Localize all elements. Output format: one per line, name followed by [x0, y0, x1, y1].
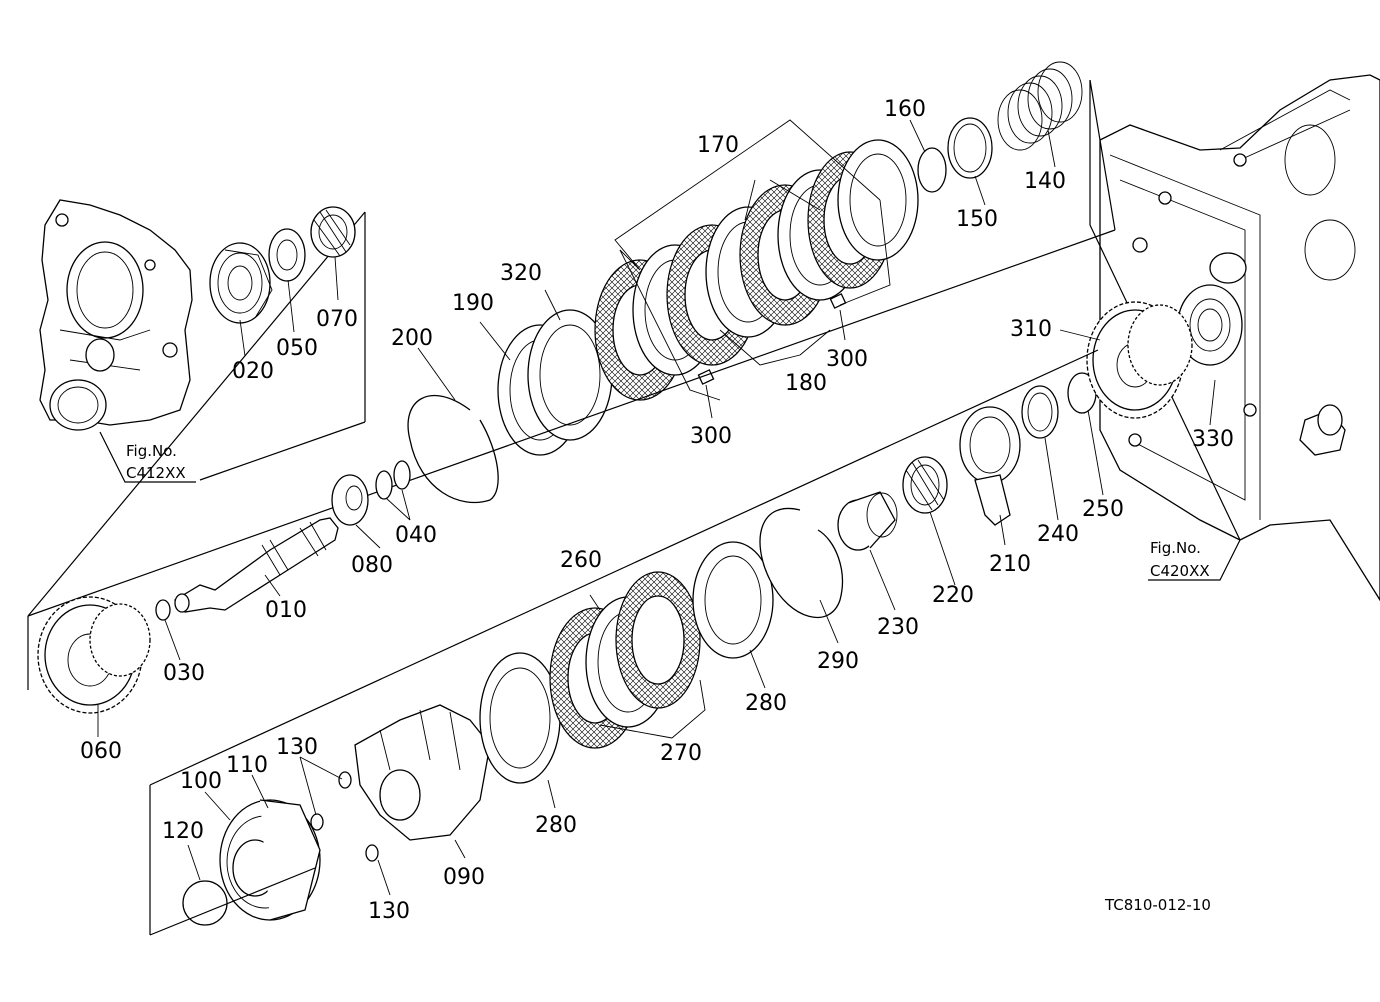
drum-090 — [354, 704, 491, 841]
snap-ring-290 — [759, 507, 844, 618]
label-250: 250 — [1082, 497, 1124, 522]
seal-ring-120 — [182, 880, 228, 926]
bushing-230 — [837, 491, 898, 551]
fig-ref-left-code: C412XX — [126, 464, 186, 482]
diagram-code: TC810-012-10 — [1104, 896, 1211, 914]
gear-060 — [37, 596, 151, 714]
lower-frame — [149, 349, 1099, 936]
piston-100 — [219, 799, 321, 921]
label-280-lower: 280 — [535, 813, 577, 838]
o-ring-130-mid — [310, 813, 324, 831]
fig-ref-left-prefix: Fig.No. — [126, 442, 177, 460]
gear-310 — [1086, 301, 1193, 419]
label-330: 330 — [1192, 427, 1234, 452]
clutch-pack-270 — [549, 571, 701, 749]
leader-lines — [97, 119, 1216, 896]
label-220: 220 — [932, 583, 974, 608]
label-160: 160 — [884, 97, 926, 122]
snap-ring-200 — [407, 394, 499, 504]
label-170: 170 — [697, 133, 739, 158]
part-labels: 020 050 070 060 030 010 080 040 200 190 … — [80, 97, 1234, 924]
hub-210 — [959, 406, 1021, 526]
washer-050 — [268, 228, 306, 282]
fig-ref-right: Fig.No. C420XX — [1148, 539, 1241, 581]
fig-ref-left: Fig.No. C412XX — [99, 431, 196, 483]
label-050: 050 — [276, 336, 318, 361]
label-260: 260 — [560, 548, 602, 573]
left-fig-frame — [27, 211, 366, 690]
label-010: 010 — [265, 598, 307, 623]
left-housing — [39, 199, 193, 431]
label-320: 320 — [500, 261, 542, 286]
right-housing — [1099, 74, 1380, 602]
label-020: 020 — [232, 359, 274, 384]
label-310: 310 — [1010, 317, 1052, 342]
plate-280-lower — [479, 652, 561, 784]
label-280-upper: 280 — [745, 691, 787, 716]
o-ring-130-lower — [365, 844, 379, 862]
label-030: 030 — [163, 661, 205, 686]
o-ring-040-b — [393, 460, 411, 490]
upper-frame — [27, 79, 1116, 617]
washer-030 — [155, 599, 171, 621]
right-fig-frame — [1089, 80, 1241, 541]
label-110: 110 — [226, 753, 268, 778]
washer-150 — [947, 117, 993, 179]
washer-080 — [331, 474, 369, 526]
label-270: 270 — [660, 741, 702, 766]
label-150: 150 — [956, 207, 998, 232]
label-300-upper: 300 — [826, 347, 868, 372]
label-060: 060 — [80, 739, 122, 764]
label-090: 090 — [443, 865, 485, 890]
washer-240 — [1021, 385, 1059, 439]
label-180: 180 — [785, 371, 827, 396]
label-130-lower: 130 — [368, 899, 410, 924]
label-240: 240 — [1037, 522, 1079, 547]
needle-bearing-070 — [310, 206, 356, 258]
bearing-020 — [209, 242, 273, 324]
label-200: 200 — [391, 326, 433, 351]
shaft-010 — [174, 517, 339, 613]
label-230: 230 — [877, 615, 919, 640]
label-040: 040 — [395, 523, 437, 548]
o-ring-040-a — [375, 470, 393, 500]
label-100: 100 — [180, 769, 222, 794]
label-300-lower: 300 — [690, 424, 732, 449]
fig-ref-right-code: C420XX — [1150, 562, 1210, 580]
fig-ref-right-prefix: Fig.No. — [1150, 539, 1201, 557]
clutch-pack-170 — [594, 139, 919, 401]
label-120: 120 — [162, 819, 204, 844]
label-140: 140 — [1024, 169, 1066, 194]
spring-140 — [997, 61, 1083, 151]
label-080: 080 — [351, 553, 393, 578]
label-070: 070 — [316, 307, 358, 332]
snap-ring-160 — [917, 147, 947, 193]
plate-280-upper — [692, 541, 774, 659]
label-130-upper: 130 — [276, 735, 318, 760]
label-210: 210 — [989, 552, 1031, 577]
label-290: 290 — [817, 649, 859, 674]
label-190: 190 — [452, 291, 494, 316]
needle-bearing-220 — [902, 456, 948, 514]
o-ring-130-upper — [338, 771, 352, 789]
